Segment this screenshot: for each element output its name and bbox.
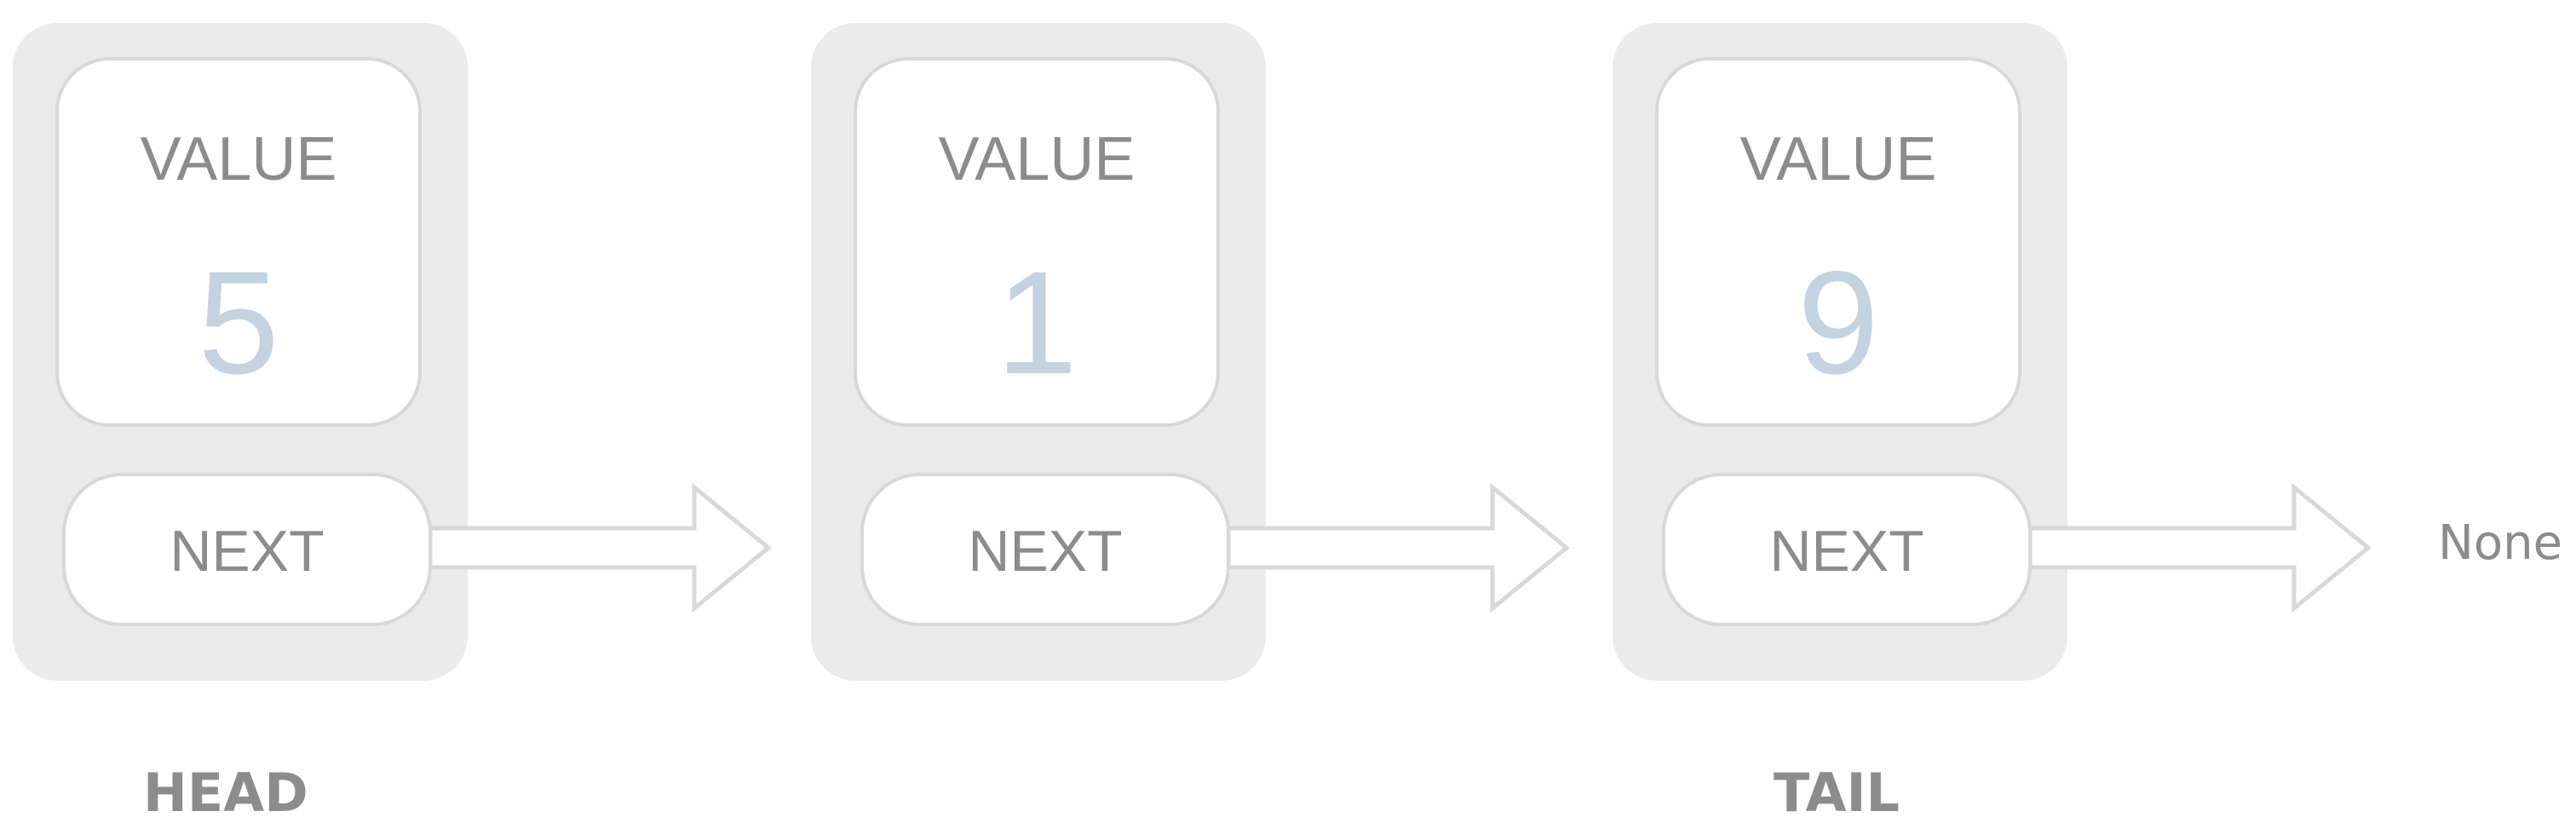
next-pointer-box: NEXT [62, 473, 432, 626]
linked-list-node-head: VALUE 5 NEXT [13, 23, 468, 681]
none-terminal-label: None [2438, 515, 2563, 571]
node-value: 9 [1797, 241, 1879, 405]
next-pointer-box: NEXT [1662, 473, 2032, 626]
next-pointer-box: NEXT [860, 473, 1230, 626]
right-arrow-icon [1226, 482, 1570, 613]
next-label: NEXT [968, 519, 1123, 584]
right-arrow-icon [2027, 482, 2372, 613]
linked-list-node-middle: VALUE 1 NEXT [811, 23, 1266, 681]
node-value: 1 [996, 241, 1078, 405]
value-box: VALUE 5 [55, 57, 422, 427]
value-label: VALUE [938, 125, 1136, 193]
value-label: VALUE [1739, 125, 1937, 193]
value-box: VALUE 9 [1655, 57, 2021, 427]
linked-list-node-tail: VALUE 9 NEXT [1613, 23, 2067, 681]
next-label: NEXT [170, 519, 325, 584]
right-arrow-icon [428, 482, 772, 613]
node-value: 5 [198, 241, 279, 405]
head-pointer-label: HEAD [143, 762, 308, 824]
next-label: NEXT [1769, 519, 1924, 584]
tail-pointer-label: TAIL [1774, 762, 1900, 824]
value-label: VALUE [140, 125, 337, 193]
value-box: VALUE 1 [854, 57, 1220, 427]
